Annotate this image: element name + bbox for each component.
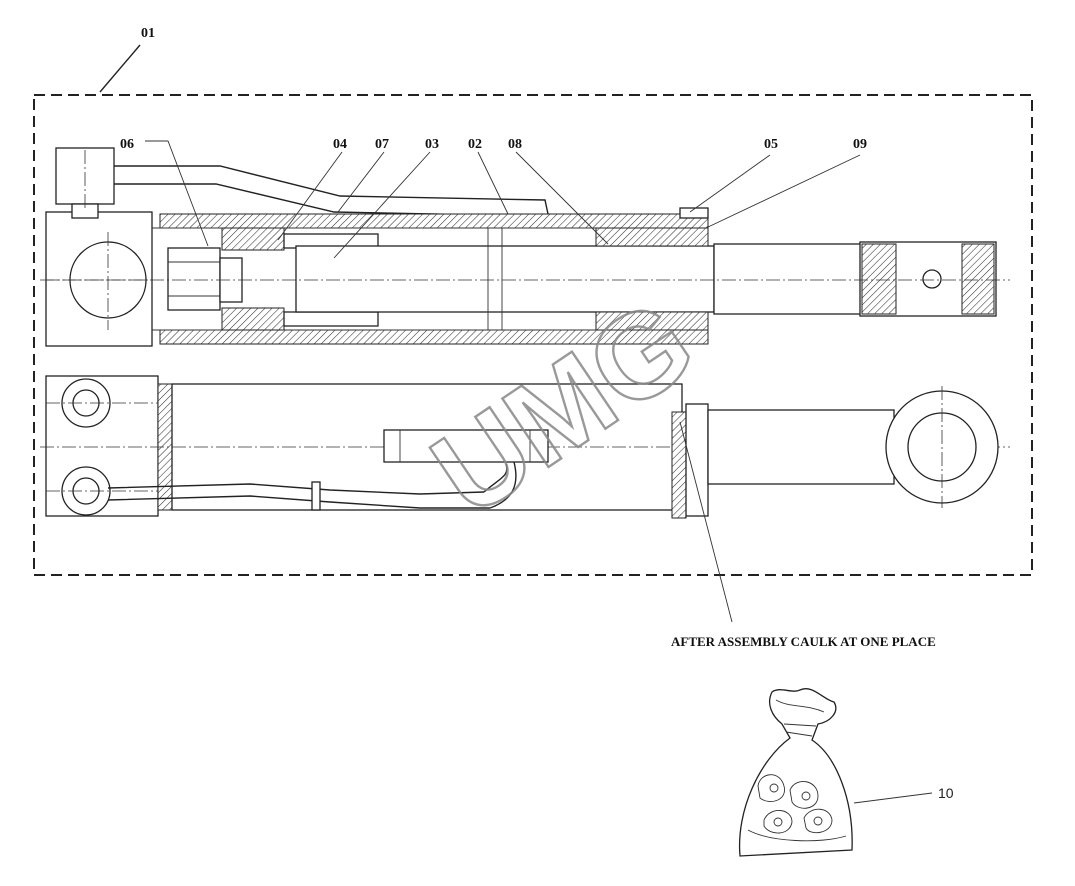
leader-lines	[99, 44, 933, 804]
label-part-03: 03	[425, 137, 439, 152]
label-assembly-01: 01	[141, 26, 155, 41]
assembly-boundary	[33, 94, 1033, 576]
label-part-07: 07	[375, 137, 389, 152]
label-part-02: 02	[468, 137, 482, 152]
label-part-08: 08	[508, 137, 522, 152]
label-part-06: 06	[120, 137, 134, 152]
label-part-04: 04	[333, 137, 347, 152]
hardware-bag-illustration	[738, 688, 853, 857]
label-part-09: 09	[853, 137, 867, 152]
cylinder-exterior-view	[40, 375, 1010, 519]
cylinder-section-view	[40, 147, 1010, 347]
label-part-10: 10	[938, 785, 954, 801]
label-part-05: 05	[764, 137, 778, 152]
assembly-note: AFTER ASSEMBLY CAULK AT ONE PLACE	[671, 634, 936, 649]
